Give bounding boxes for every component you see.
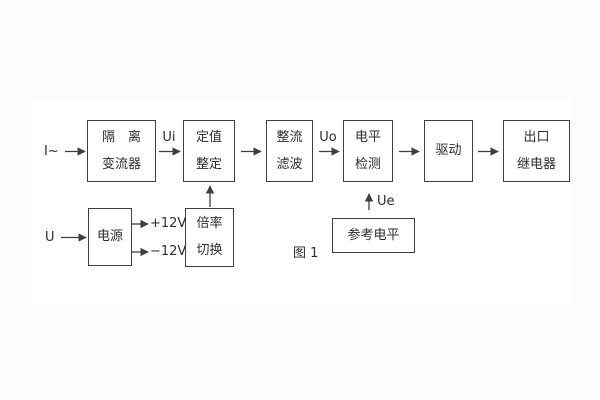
block-setting-adjust: 定值 整定 bbox=[183, 120, 235, 182]
block-label: 切换 bbox=[196, 243, 223, 258]
label-ui: Ui bbox=[162, 130, 176, 145]
block-label: 驱动 bbox=[435, 143, 462, 158]
block-level-detect: 电平 检测 bbox=[343, 120, 393, 182]
block-label: 隔 离 bbox=[101, 129, 141, 145]
block-label: 参考电平 bbox=[347, 227, 400, 243]
block-isolation-transformer: 隔 离 变流器 bbox=[87, 120, 156, 182]
block-label: 整流 bbox=[276, 129, 303, 145]
label-uo: Uo bbox=[319, 130, 337, 145]
block-label: 出口 bbox=[523, 129, 550, 145]
block-label: 整定 bbox=[195, 156, 222, 172]
block-label: 检测 bbox=[354, 156, 381, 172]
label-ue: Ue bbox=[377, 194, 395, 209]
block-label: 滤波 bbox=[276, 156, 303, 172]
block-power-supply: 电源 bbox=[88, 208, 132, 266]
label-minus-12v: −12V bbox=[150, 244, 187, 259]
block-label: 变流器 bbox=[101, 156, 141, 172]
block-reference-level: 参考电平 bbox=[332, 218, 415, 253]
block-label: 电平 bbox=[354, 129, 381, 145]
block-label: 继电器 bbox=[516, 156, 556, 172]
block-ratio-switch: 倍率 切换 bbox=[185, 208, 234, 267]
block-label: 电源 bbox=[96, 229, 123, 244]
block-output-relay: 出口 继电器 bbox=[503, 120, 570, 182]
label-plus-12v: +12V bbox=[150, 216, 187, 231]
label-voltage-input: U bbox=[45, 230, 55, 245]
block-label: 定值 bbox=[195, 129, 222, 145]
block-drive: 驱动 bbox=[424, 120, 473, 182]
label-current-input: I~ bbox=[44, 144, 59, 159]
figure-caption: 图 1 bbox=[293, 246, 319, 261]
block-rectify-filter: 整流 滤波 bbox=[266, 120, 313, 182]
block-label: 倍率 bbox=[196, 216, 223, 231]
